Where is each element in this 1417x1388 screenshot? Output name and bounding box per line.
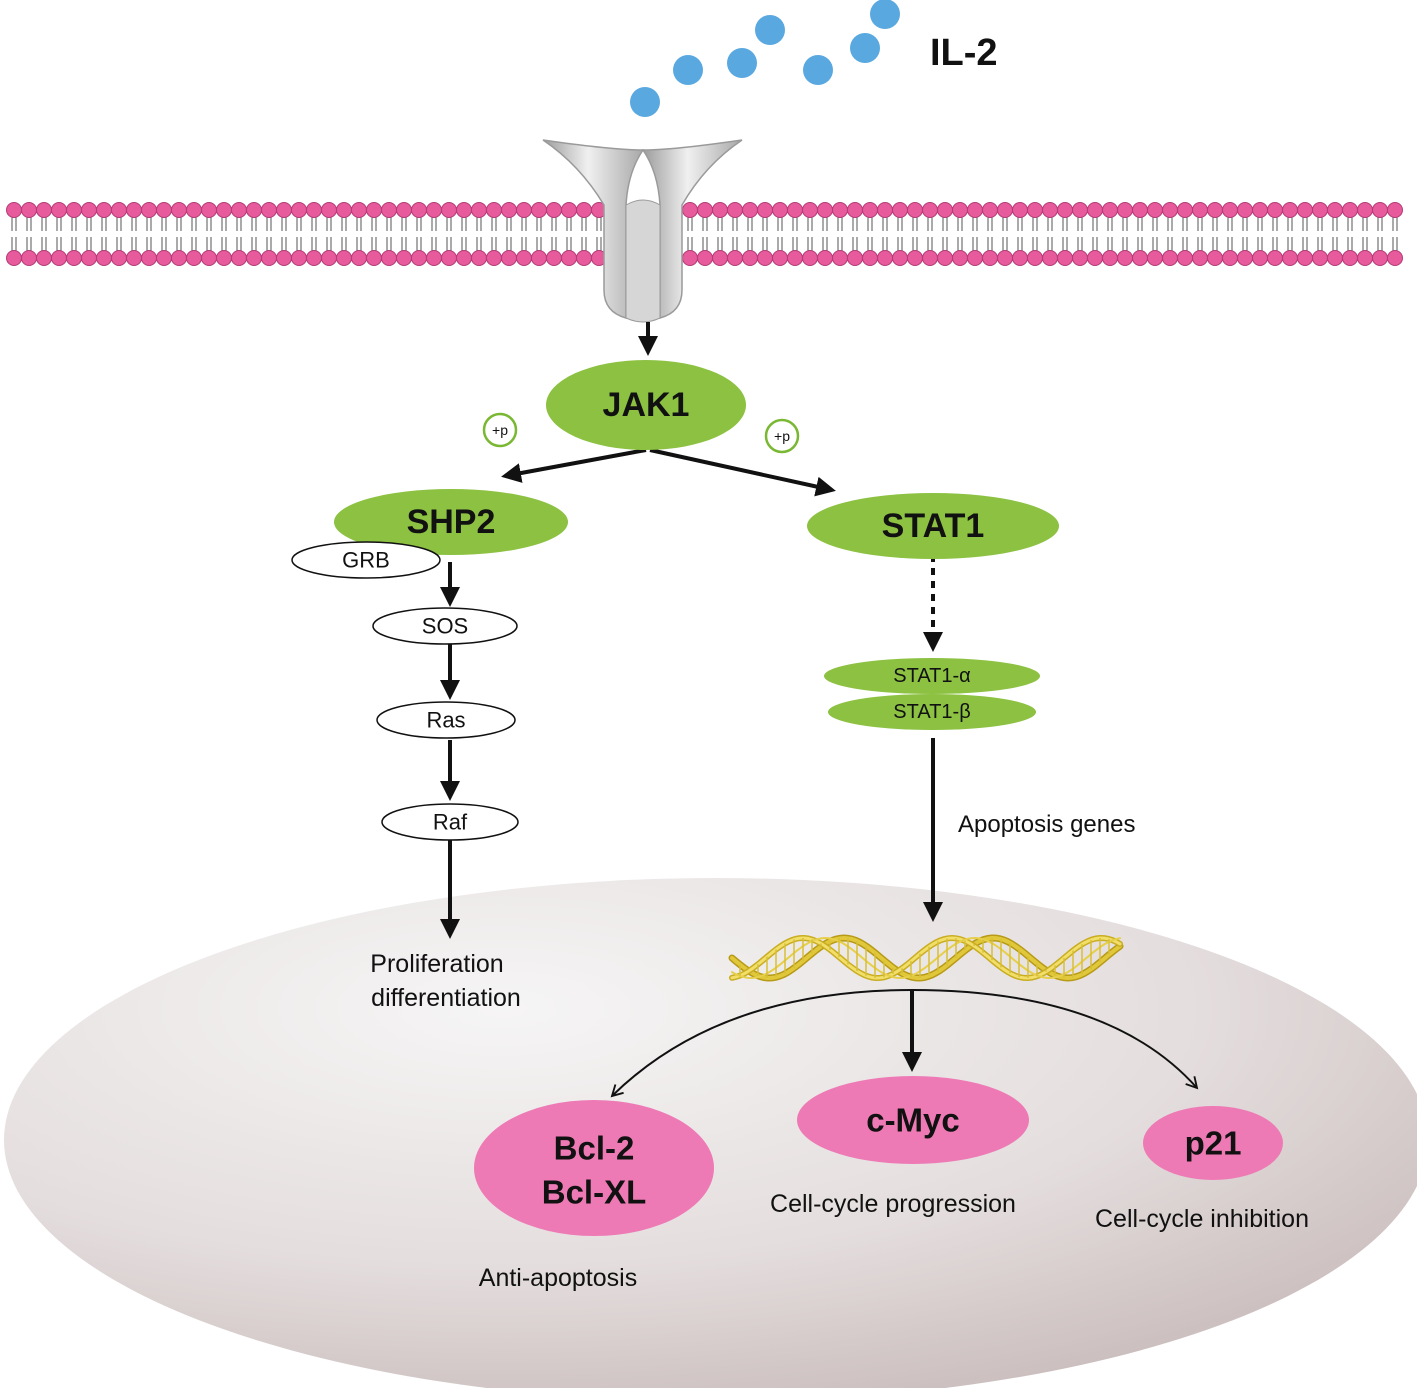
cell-membrane — [6, 202, 1403, 266]
arrow-jak1-shp2 — [501, 448, 647, 483]
stat1-node: STAT1 — [807, 493, 1059, 559]
dna-helix — [728, 934, 1124, 982]
p21-label: p21 — [1185, 1125, 1242, 1162]
nucleus — [4, 878, 1417, 1388]
sos-node: SOS — [372, 607, 518, 645]
stat1-beta-label: STAT1-β — [893, 701, 970, 723]
phospho-marker-left: +p — [482, 412, 518, 448]
ligand-dot — [850, 33, 880, 63]
il2-label: IL-2 — [930, 32, 998, 74]
svg-text:+p: +p — [774, 428, 790, 444]
bcl2-label: Bcl-2 — [554, 1130, 635, 1167]
jak1-label: JAK1 — [603, 386, 690, 424]
jak1-node: JAK1 — [546, 360, 746, 450]
arrow-dna-p21 — [911, 989, 1199, 1090]
ligand-dot — [803, 55, 833, 85]
stat1-alpha-label: STAT1-α — [893, 665, 971, 687]
stat1-label: STAT1 — [882, 507, 985, 545]
stat1-beta-node: STAT1-β — [828, 694, 1036, 730]
ras-label: Ras — [426, 708, 465, 733]
shp2-node: SHP2 — [334, 489, 568, 555]
cmyc-node: c-Myc — [797, 1076, 1029, 1164]
raf-node: Raf — [381, 803, 519, 841]
sos-label: SOS — [422, 614, 468, 639]
bclxl-label: Bcl-XL — [542, 1174, 647, 1211]
cell-cycle-progression-label: Cell-cycle progression — [770, 1190, 1016, 1218]
arrow-dna-bcl2 — [610, 989, 913, 1098]
ligand-dot — [630, 87, 660, 117]
anti-apoptosis-label: Anti-apoptosis — [479, 1264, 637, 1292]
grb-node: GRB — [291, 541, 441, 579]
stat1-alpha-node: STAT1-α — [824, 658, 1040, 694]
phospho-marker-right: +p — [764, 418, 800, 454]
p21-node: p21 — [1143, 1106, 1283, 1180]
ligand-dot — [755, 15, 785, 45]
ligand-dot — [673, 55, 703, 85]
il2-ligand-dots — [630, 0, 900, 117]
arrow-jak1-stat1 — [649, 448, 836, 497]
pathway-arrows — [440, 322, 1199, 1098]
proliferation-label: Proliferation — [370, 950, 503, 978]
il2-receptor — [542, 139, 743, 323]
ligand-dot — [870, 0, 900, 29]
apoptosis-genes-label: Apoptosis genes — [958, 811, 1135, 838]
shp2-label: SHP2 — [407, 503, 496, 541]
cmyc-label: c-Myc — [866, 1102, 960, 1139]
ligand-dot — [727, 48, 757, 78]
svg-text:+p: +p — [492, 422, 508, 438]
ras-node: Ras — [376, 701, 516, 739]
raf-label: Raf — [433, 810, 468, 835]
differentiation-label: differentiation — [371, 984, 521, 1012]
grb-label: GRB — [342, 548, 390, 573]
cell-cycle-inhibition-label: Cell-cycle inhibition — [1095, 1205, 1309, 1233]
bcl2-bclxl-node: Bcl-2 Bcl-XL — [474, 1100, 714, 1236]
